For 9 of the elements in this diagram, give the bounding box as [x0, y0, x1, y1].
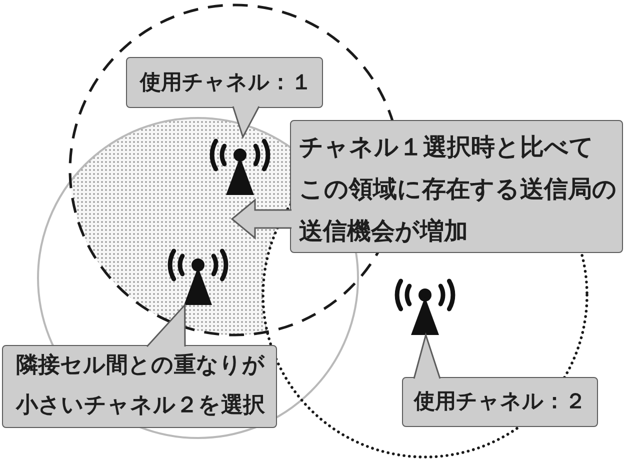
callout-box: 隣接セル間との重なりが小さいチャネル２を選択: [2, 345, 277, 428]
antenna-icon: [394, 277, 456, 335]
block-arrow: [230, 198, 292, 240]
callout-pointer: [413, 332, 441, 380]
callout-pointer: [232, 106, 260, 139]
antenna-icon: [209, 137, 271, 195]
callout-pointer: [146, 303, 186, 348]
antenna-icon: [167, 247, 229, 305]
callout-box: チャネル１選択時と比べてこの領域に存在する送信局の送信機会が増加: [290, 120, 623, 253]
